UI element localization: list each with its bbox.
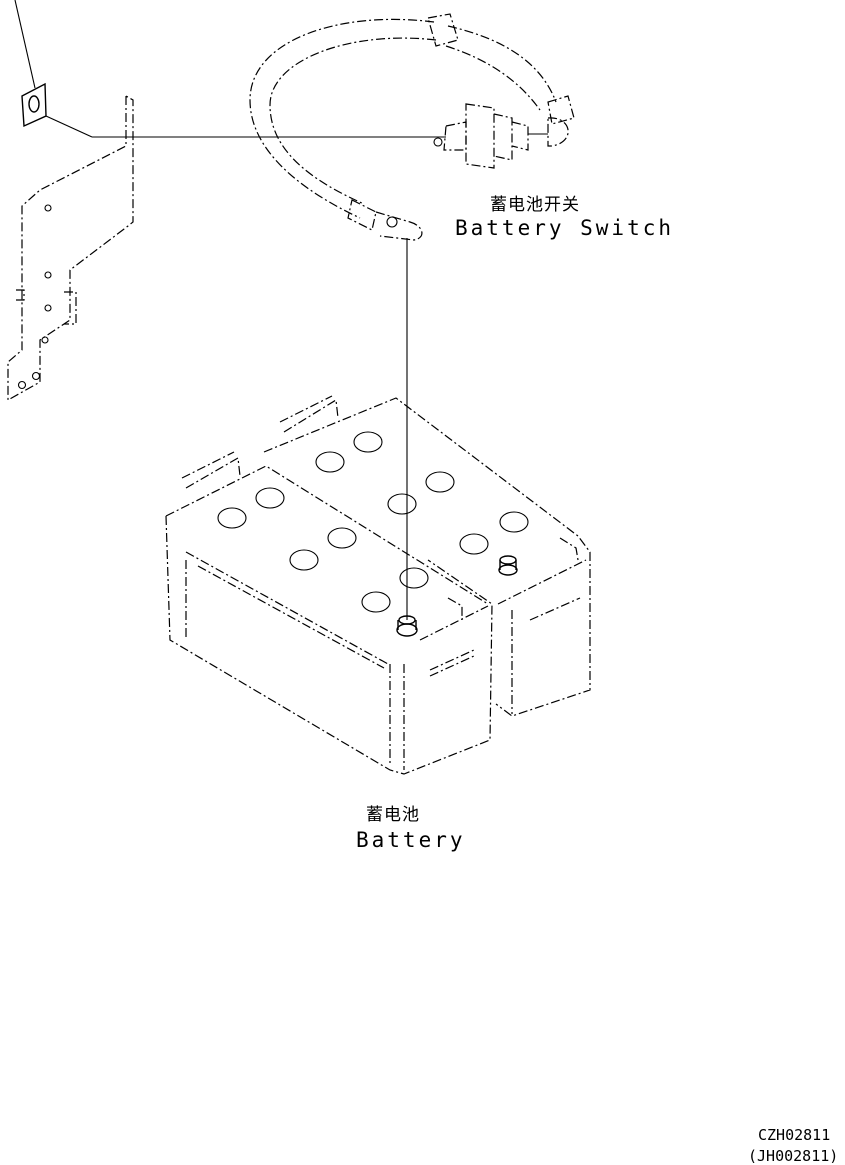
grommet-part: [21, 82, 47, 128]
drawing-code-primary: CZH02811: [758, 1126, 831, 1144]
battery-cable: [249, 13, 575, 219]
battery-label-cn: 蓄电池: [366, 805, 420, 825]
mounting-bracket: [7, 94, 134, 402]
cable-terminal-lug: [347, 199, 423, 241]
battery-label-en: Battery: [356, 828, 466, 852]
leader-line-grommet: [45, 115, 93, 138]
battery-switch: [433, 103, 569, 169]
battery-rear: [263, 395, 591, 717]
drawing-code-secondary: (JH002811): [748, 1147, 839, 1165]
battery-front: [165, 451, 493, 775]
leader-line-top: [14, 0, 36, 89]
battery-switch-label-cn: 蓄电池开关: [490, 195, 580, 215]
battery-switch-label-en: Battery Switch: [455, 216, 675, 240]
